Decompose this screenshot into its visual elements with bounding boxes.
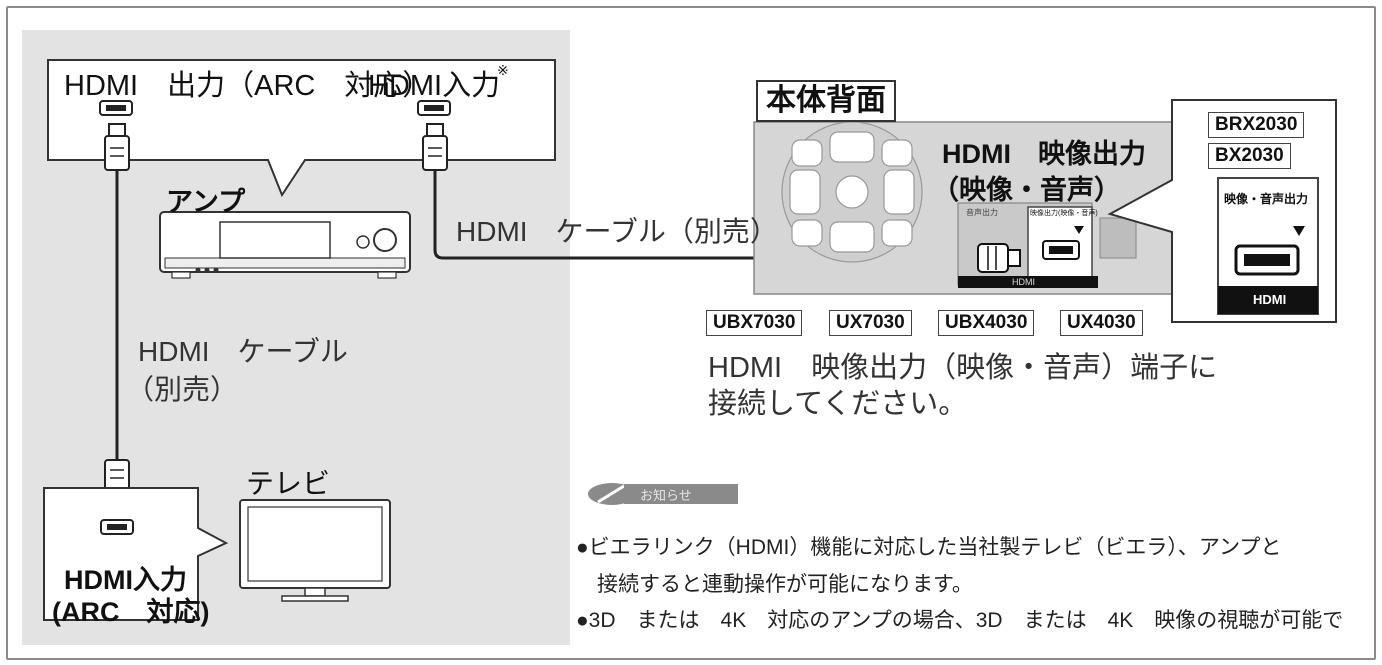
rear-panel-title: 本体背面 <box>756 80 896 122</box>
bottom-model-3: UBX4030 <box>938 310 1035 336</box>
notes-header-bar <box>624 484 738 504</box>
instruction-line2: 接続してください。 <box>708 388 968 420</box>
recorder-rear-panel-icon <box>753 121 1195 295</box>
rear-port-label-line2: （映像・音声） <box>932 175 1121 205</box>
television-icon <box>239 499 391 602</box>
amplifier-icon <box>159 211 411 279</box>
amp-hdmi-in-port-icon <box>417 100 451 116</box>
callout-hdmi-strip-label: HDMI <box>1253 292 1287 307</box>
note-line-3: ●3D または 4K 対応のアンプの場合、3D または 4K 映像の視聴が可能で <box>576 609 1344 632</box>
notes-header: お知らせ <box>640 488 692 503</box>
rear-audio-out-label: 音声出力 <box>966 208 998 217</box>
tv-label: テレビ <box>246 468 331 499</box>
amp-hdmi-in-label: HDMI入力 <box>368 70 501 102</box>
note-line-2: 接続すると連動操作が可能になります。 <box>576 573 973 596</box>
tv-hdmi-in-label: HDMI入力 <box>64 565 187 595</box>
tv-port-callout <box>43 487 229 621</box>
tv-hdmi-in-port-icon <box>100 519 134 535</box>
amp-out-cable-plug-icon <box>104 123 130 171</box>
amp-hdmi-out-label: HDMI 出力（ARC 対応） <box>64 70 432 102</box>
rear-port-small-label: 映像出力(映像・音声) <box>1030 210 1098 217</box>
amp-port-callout <box>47 59 556 198</box>
bottom-model-4: UX4030 <box>1060 310 1143 336</box>
instruction-line1: HDMI 映像出力（映像・音声）端子に <box>708 352 1218 384</box>
tv-arc-label: (ARC 対応) <box>52 597 210 627</box>
recorder-cable-line <box>433 170 978 260</box>
tv-cable-label-line2: （別売） <box>126 374 239 405</box>
amp-label: アンプ <box>166 187 246 217</box>
callout-port-caption: 映像・音声出力 <box>1224 192 1309 206</box>
amp-hdmi-out-port-icon <box>99 100 133 116</box>
recorder-cable-label: HDMI ケーブル（別売） <box>456 216 778 247</box>
bottom-model-2: UX7030 <box>829 310 912 336</box>
amp-hdmi-in-note-mark: ※ <box>497 62 509 78</box>
rear-hdmi-strip-label: HDMI <box>1012 277 1035 287</box>
callout-model-2: BX2030 <box>1208 143 1291 169</box>
rear-port-label-line1: HDMI 映像出力 <box>942 139 1146 169</box>
callout-model-1: BRX2030 <box>1208 112 1305 138</box>
callout-port-panel <box>1217 177 1319 315</box>
tv-cable-label-line1: HDMI ケーブル <box>138 336 348 367</box>
recorder-cable-plug-icon <box>977 243 1021 273</box>
amp-in-cable-plug-icon <box>422 123 448 171</box>
bottom-model-1: UBX7030 <box>706 310 803 336</box>
note-line-1: ●ビエラリンク（HDMI）機能に対応した当社製テレビ（ビエラ）、アンプと <box>576 536 1282 559</box>
